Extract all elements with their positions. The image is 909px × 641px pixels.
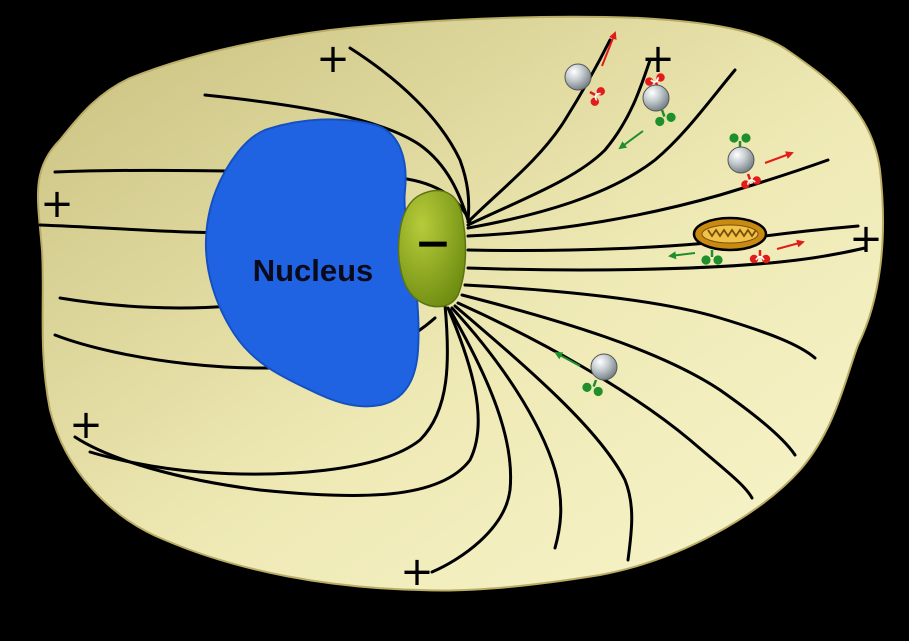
nucleus-label: Nucleus (253, 253, 374, 288)
positive-sign: + (400, 549, 434, 595)
vesicle-icon (728, 147, 754, 173)
vesicle-icon (565, 64, 591, 90)
negative-sign: − (415, 218, 452, 269)
vesicle-icon (591, 354, 617, 380)
positive-sign: + (69, 402, 103, 448)
positive-sign: + (40, 181, 74, 227)
positive-sign: + (849, 216, 883, 262)
vesicle-icon (643, 85, 669, 111)
positive-sign: + (316, 36, 350, 82)
